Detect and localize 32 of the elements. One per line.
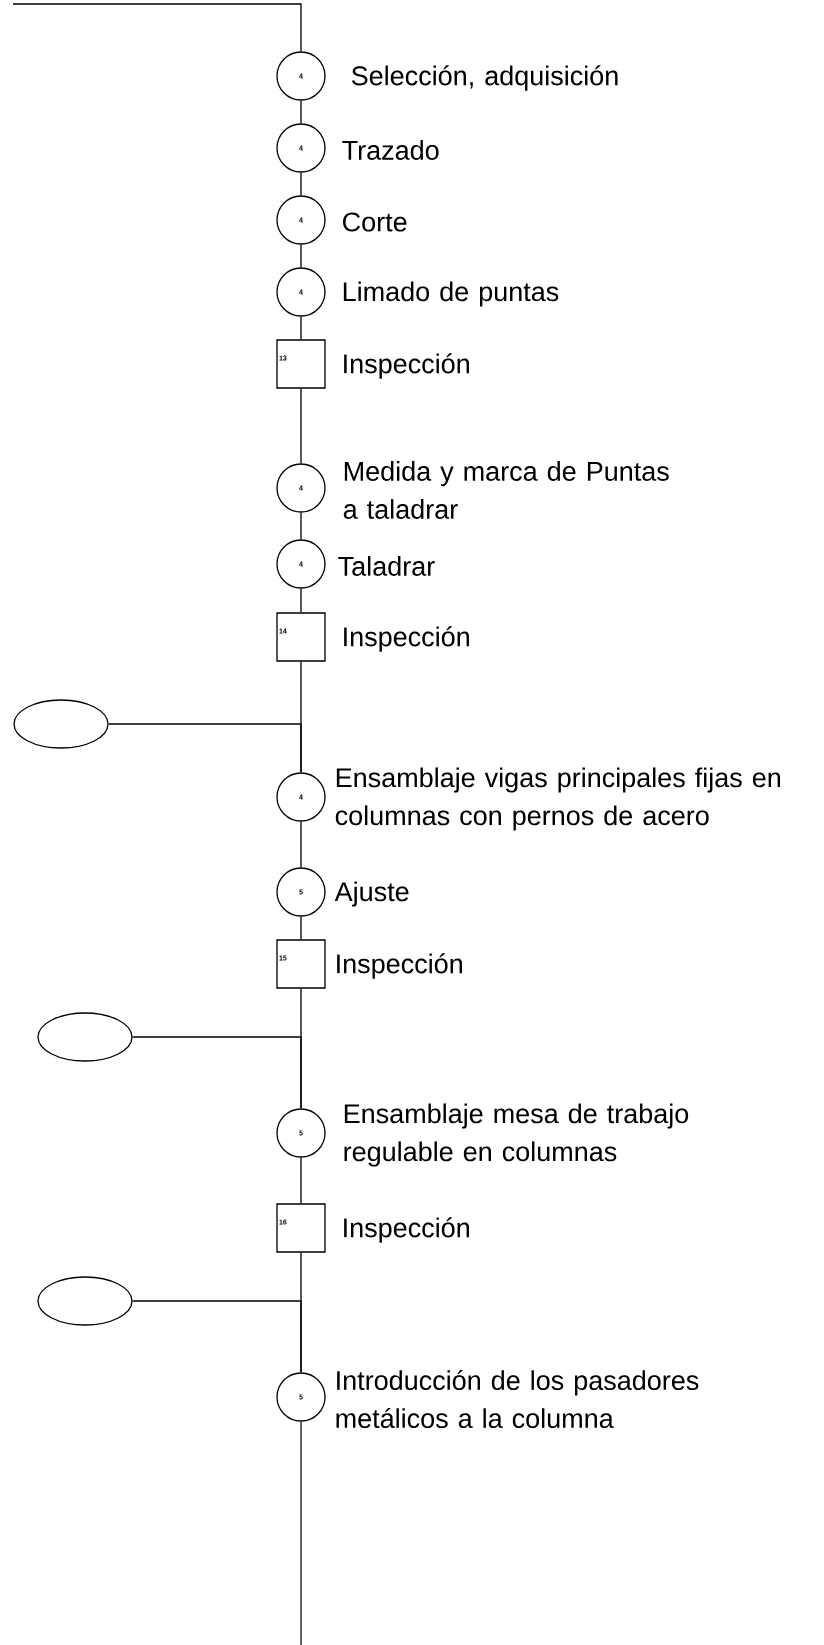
step-label: Ajuste	[334, 881, 409, 907]
step-label: Introducción de los pasadores metálicos a la columna	[336, 1369, 699, 1429]
step-label: Taladrar	[338, 556, 435, 576]
ellipse-symbol	[37, 1012, 133, 1062]
connector-line	[132, 1036, 302, 1109]
connector-line	[300, 1421, 302, 1645]
connector-line	[300, 1157, 302, 1204]
step-label: Inspección	[344, 353, 469, 379]
step-label: Inspección	[337, 953, 462, 979]
connector-line	[300, 588, 302, 613]
step-label: Trazado	[342, 140, 439, 160]
step-label: Medida y marca de Puntas a taladrar	[343, 461, 669, 519]
connector-line	[300, 100, 302, 124]
step-label: Ensamblaje mesa de trabajo regulable en columnas	[344, 1103, 689, 1167]
connector-line	[300, 172, 302, 196]
step-label: Corte	[343, 212, 407, 232]
step-label: Inspección	[344, 1217, 469, 1243]
connector-line	[300, 512, 302, 540]
step-label: Ensamblaje vigas principales fijas en columnas con pernos de acero	[335, 767, 781, 831]
connector-line	[300, 916, 302, 940]
connector-line	[300, 821, 302, 868]
connector-line	[12, 3, 302, 52]
connector-line	[132, 1300, 302, 1373]
connector-line	[300, 316, 302, 340]
step-label: Selección, adquisición	[351, 65, 618, 91]
ellipse-symbol	[13, 699, 109, 749]
step-label: Limado de puntas	[343, 281, 559, 307]
connector-line	[300, 388, 302, 464]
step-label: Inspección	[344, 626, 469, 652]
ellipse-symbol	[37, 1276, 133, 1326]
connector-line	[108, 723, 302, 773]
connector-line	[300, 244, 302, 268]
